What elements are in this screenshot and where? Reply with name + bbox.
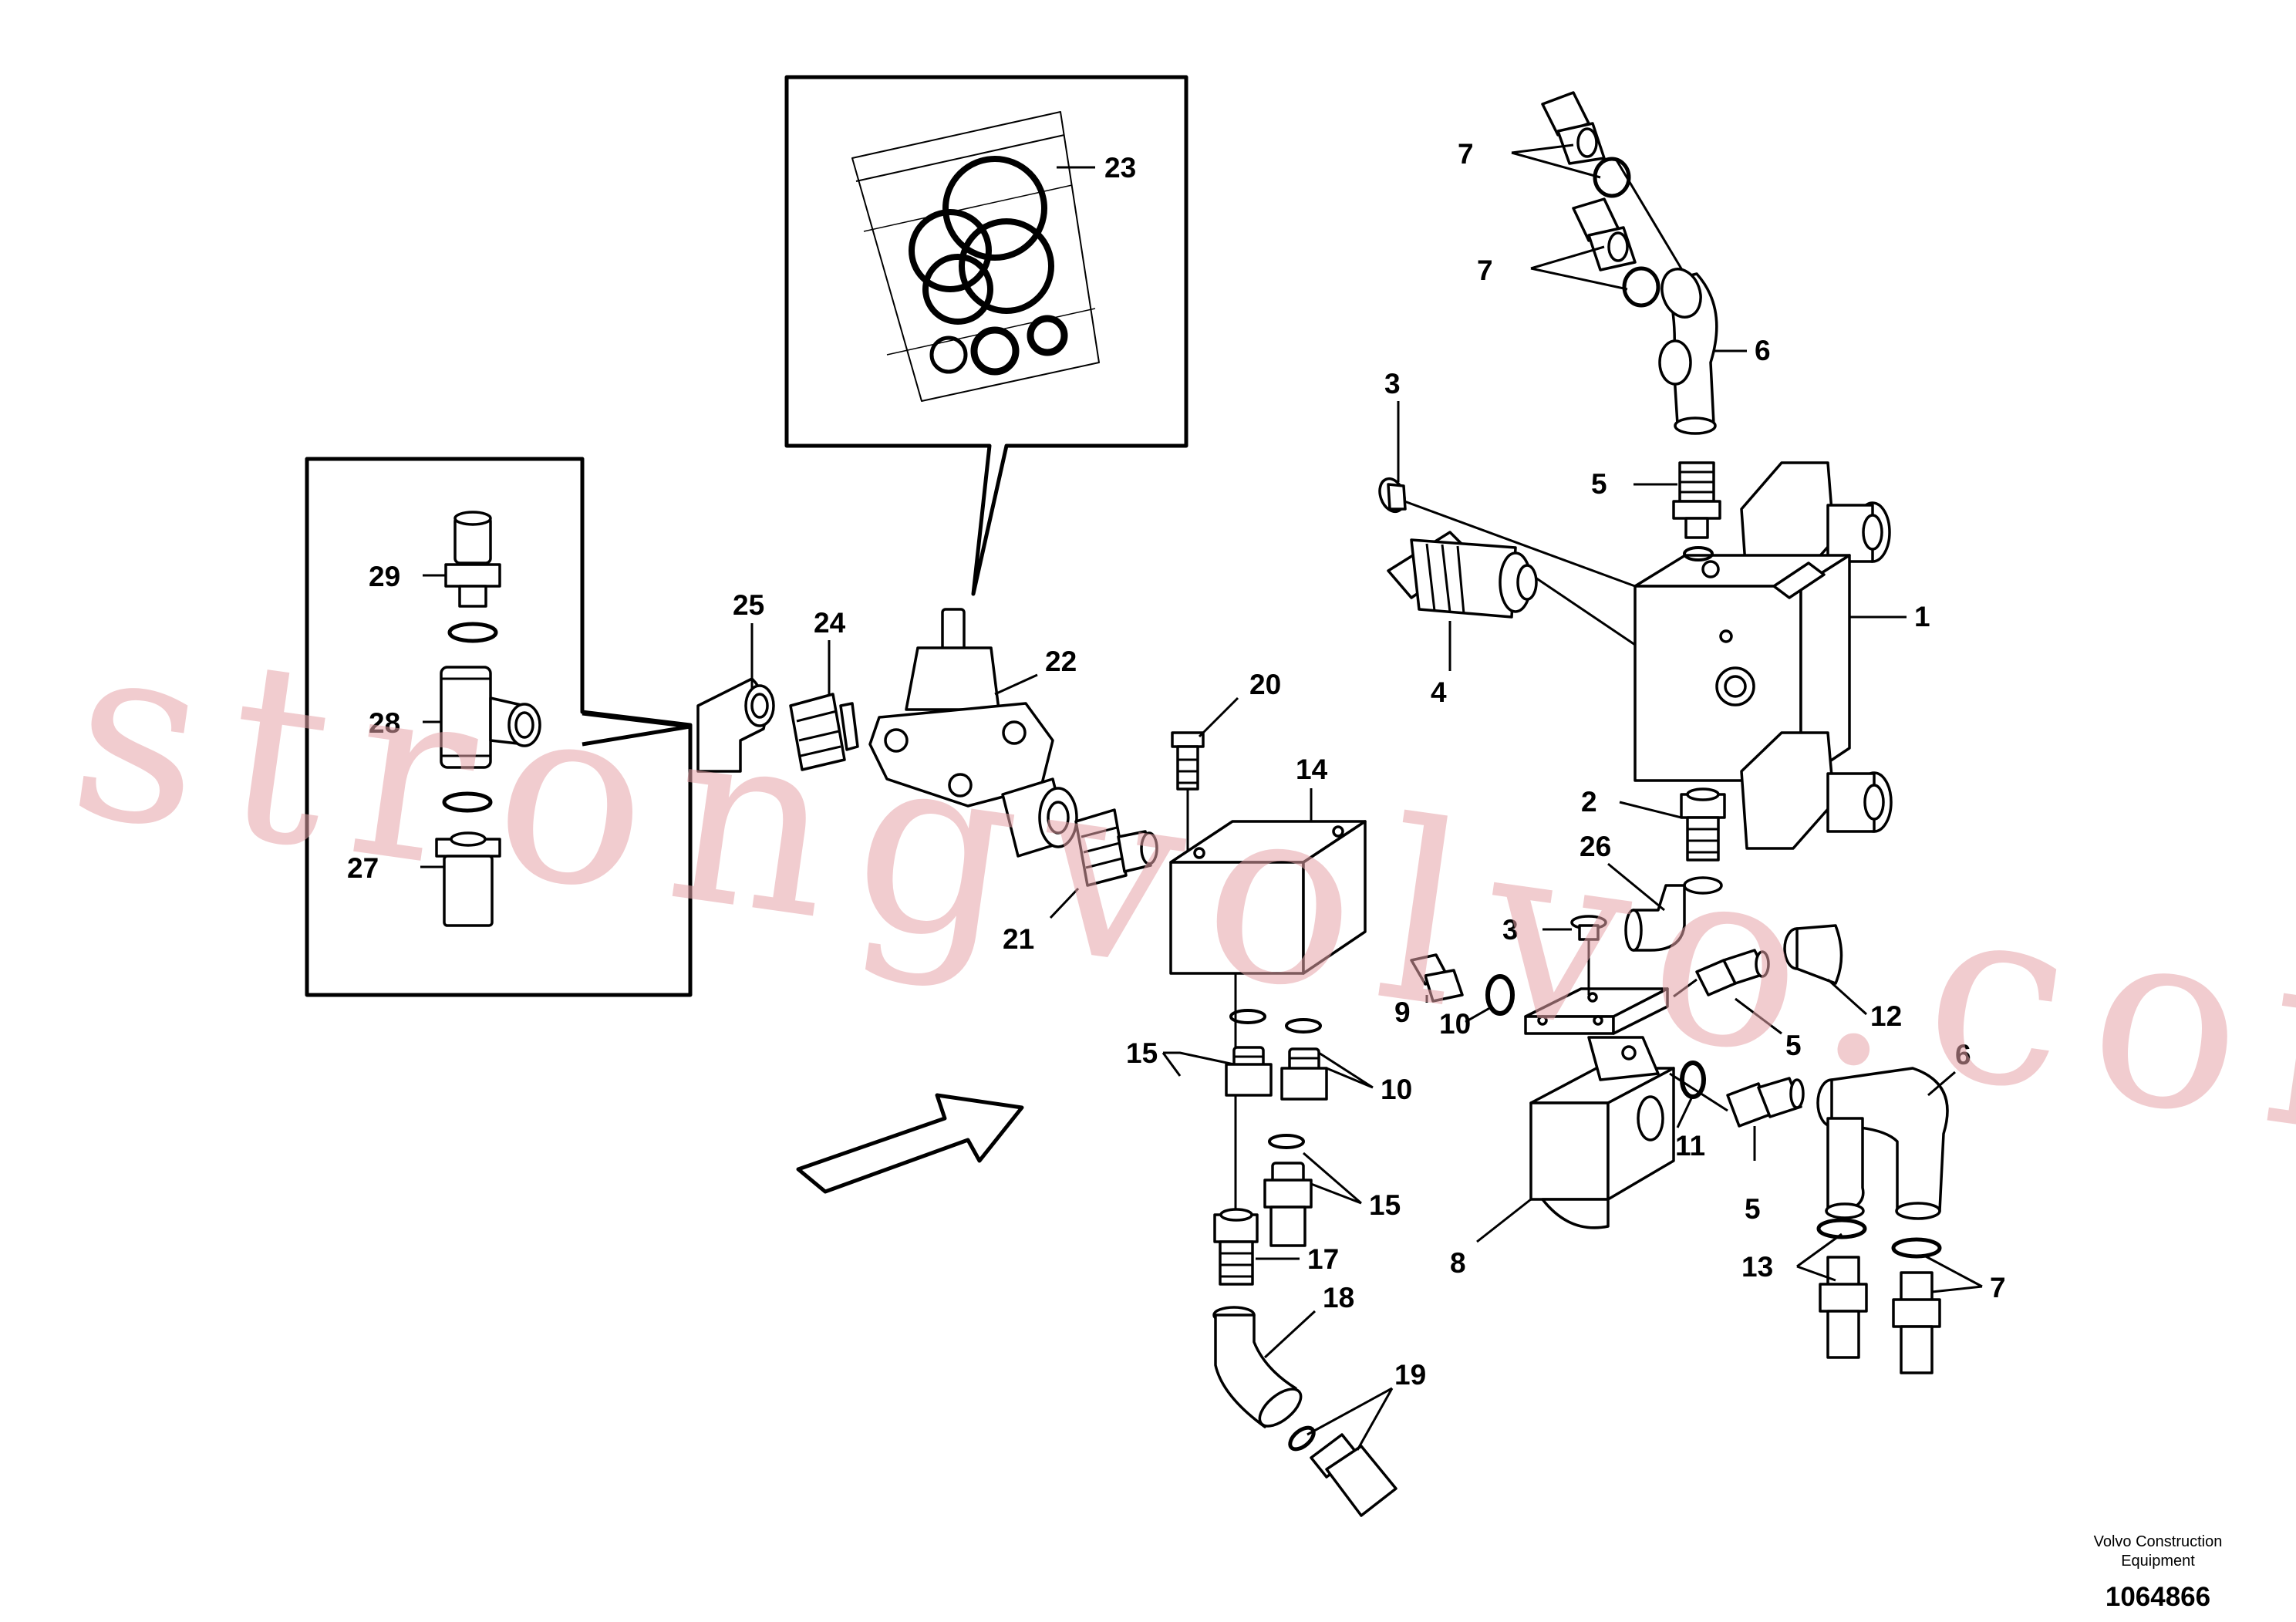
valve-body-1	[1633, 554, 1851, 782]
tee-fitting-callout: 29 28 27	[305, 457, 693, 997]
label-23: 23	[1104, 152, 1136, 184]
elbow-6-top	[1658, 268, 1718, 435]
label-6-bottom: 6	[1955, 1039, 1971, 1071]
valve-body-8	[1529, 1036, 1675, 1229]
label-4: 4	[1431, 676, 1447, 708]
nipple-17	[1213, 1208, 1259, 1286]
plug-7a	[1541, 91, 1606, 165]
label-27: 27	[347, 852, 379, 884]
label-13: 13	[1741, 1251, 1773, 1283]
pressure-sensor-4	[1387, 531, 1538, 619]
credit-line-1: Volvo Construction	[2094, 1533, 2223, 1550]
nipple-24	[789, 693, 859, 771]
label-5-top: 5	[1591, 468, 1607, 500]
document-number: 1064866	[2106, 1582, 2210, 1612]
watermark: strongvolvo.com	[56, 585, 2296, 1213]
plug-15	[1263, 1162, 1313, 1247]
plug-7b	[1572, 197, 1637, 271]
label-10-left: 10	[1381, 1074, 1412, 1105]
elbow-26	[1624, 876, 1723, 952]
label-14: 14	[1296, 754, 1328, 785]
nipple-5-mid	[1695, 949, 1770, 996]
label-3-bottom: 3	[1502, 914, 1519, 946]
adapter-29	[444, 511, 501, 608]
label-8: 8	[1450, 1247, 1466, 1279]
solenoid-bottom	[1740, 731, 1893, 850]
label-26: 26	[1580, 831, 1611, 862]
label-22: 22	[1045, 646, 1077, 677]
label-19: 19	[1394, 1359, 1426, 1391]
label-6-top: 6	[1755, 335, 1771, 366]
connector-21	[1074, 808, 1158, 887]
label-20: 20	[1249, 669, 1281, 700]
seal-kit-bag	[851, 111, 1100, 402]
label-10-right: 10	[1439, 1008, 1471, 1040]
label-24: 24	[814, 607, 846, 639]
label-15-top: 15	[1126, 1037, 1158, 1069]
plug-7c	[1892, 1271, 1941, 1374]
nipple-5-top	[1672, 461, 1721, 539]
plug-9	[1410, 953, 1464, 1003]
label-21: 21	[1003, 923, 1034, 955]
label-7-mid: 7	[1477, 255, 1493, 286]
nipple-2	[1680, 787, 1726, 862]
label-28: 28	[369, 707, 400, 739]
label-7-top: 7	[1458, 138, 1474, 170]
label-2: 2	[1581, 786, 1597, 818]
label-3-top: 3	[1384, 368, 1401, 400]
label-1: 1	[1914, 601, 1930, 632]
cap-12	[1783, 924, 1843, 985]
valve-block-14	[1169, 771, 1367, 975]
elbow-6-bottom	[1816, 1067, 1949, 1220]
nipple-5-bottom	[1726, 1077, 1805, 1128]
elbow-25	[696, 677, 775, 773]
direction-arrow	[796, 1093, 1024, 1194]
adapter-27	[435, 831, 501, 927]
label-5-bottom: 5	[1745, 1193, 1761, 1225]
pressure-reducing-valve-22	[868, 608, 1078, 858]
screw-20	[1171, 731, 1205, 791]
screw-3-bottom	[1570, 915, 1607, 941]
label-7-bottom: 7	[1990, 1272, 2006, 1303]
plug-13	[1819, 1256, 1868, 1359]
elbow-18	[1212, 1306, 1303, 1428]
label-18: 18	[1323, 1282, 1354, 1313]
label-17: 17	[1307, 1243, 1339, 1275]
tee-28	[440, 666, 541, 769]
plug-16a	[1225, 1046, 1273, 1097]
label-25: 25	[733, 589, 764, 621]
label-29: 29	[369, 561, 400, 592]
label-15-bottom: 15	[1369, 1189, 1401, 1221]
plug-16b	[1280, 1047, 1328, 1101]
plug-19	[1310, 1433, 1397, 1517]
valve-block-8-top	[1524, 987, 1669, 1035]
label-5-mid: 5	[1785, 1030, 1802, 1061]
label-12: 12	[1870, 1000, 1902, 1032]
credit-line-2: Equipment	[2121, 1553, 2195, 1570]
plug-3-top	[1378, 477, 1407, 514]
label-9: 9	[1394, 996, 1411, 1028]
label-11: 11	[1675, 1130, 1705, 1162]
seal-kit-callout: 23	[784, 75, 1188, 596]
